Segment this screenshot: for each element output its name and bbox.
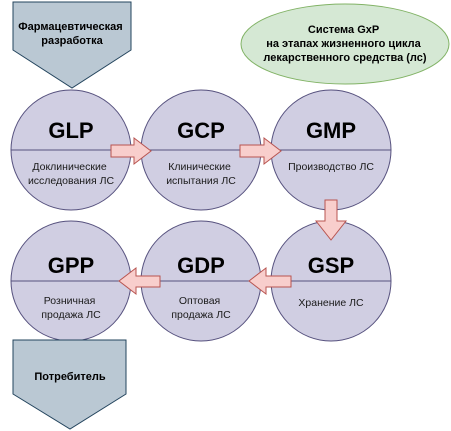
stage-code: GLP xyxy=(48,118,93,143)
arrow-gmp-to-gsp xyxy=(314,199,348,241)
stage-glp: GLP Доклинические исследования ЛС xyxy=(10,89,132,211)
stage-desc-line-2: продажа ЛС xyxy=(41,309,101,321)
end-block-shape xyxy=(12,339,127,430)
end-block-line-1: Потребитель xyxy=(34,371,105,383)
stage-desc-line-2: исследования ЛС xyxy=(28,175,115,187)
stage-desc-line-1: Оптовая xyxy=(179,295,220,307)
svg-text:Потребитель: Потребитель xyxy=(34,371,105,383)
stage-desc-line-1: Доклинические xyxy=(32,161,106,173)
title-oval-line-2: на этапах жизненного цикла xyxy=(266,38,421,50)
start-block-line-1: Фармацевтическая xyxy=(18,21,122,33)
svg-text:Система GxP на этапах жи: Система GxP на этапах жизненного цикла л… xyxy=(263,24,426,64)
start-block-shape xyxy=(12,1,132,89)
stage-gmp: GMP Производство ЛС xyxy=(270,89,392,211)
stage-gsp: GSP Хранение ЛС xyxy=(270,220,392,342)
stage-gdp: GDP Оптовая продажа ЛС xyxy=(140,220,262,342)
svg-text:Розничная продажа ЛС: Розничная продажа ЛС xyxy=(41,295,101,321)
stage-code: GCP xyxy=(177,118,225,143)
stage-gcp: GCP Клинические испытания ЛС xyxy=(140,89,262,211)
svg-text:Доклинические исследован: Доклинические исследования ЛС xyxy=(28,161,115,187)
stage-desc-line-1: Хранение ЛС xyxy=(298,297,364,309)
svg-text:Клинические испытания ЛС: Клинические испытания ЛС xyxy=(166,161,236,187)
arrow-gcp-to-gmp xyxy=(239,136,282,166)
arrow-glp-to-gcp xyxy=(110,136,152,166)
svg-text:Производство ЛС: Производство ЛС xyxy=(288,161,374,173)
title-oval-line-3: лекарственного средства (лс) xyxy=(263,52,426,64)
svg-text:Хранение ЛС: Хранение ЛС xyxy=(298,297,364,309)
title-oval-shape xyxy=(240,3,450,85)
stage-desc-line-2: продажа ЛС xyxy=(171,309,231,321)
stage-desc-line-1: Розничная xyxy=(44,295,96,307)
svg-text:Фармацевтическая разрабо: Фармацевтическая разработка xyxy=(18,21,125,47)
start-block-line-2: разработка xyxy=(41,35,103,47)
arrow-gsp-to-gdp xyxy=(248,266,292,296)
stage-code: GSP xyxy=(308,253,354,278)
title-oval-line-1: Система GxP xyxy=(308,24,379,36)
stage-gpp: GPP Розничная продажа ЛС xyxy=(10,220,132,342)
stage-desc-line-1: Производство ЛС xyxy=(288,161,374,173)
stage-code: GPP xyxy=(48,253,94,278)
stage-desc-line-2: испытания ЛС xyxy=(166,175,236,187)
stage-desc-line-1: Клинические xyxy=(168,161,231,173)
stage-code: GDP xyxy=(177,253,225,278)
title-oval: Система GxP на этапах жизненного цикла л… xyxy=(240,3,450,85)
end-block: Потребитель xyxy=(12,339,127,430)
arrow-gdp-to-gpp xyxy=(118,266,161,296)
svg-text:Оптовая продажа ЛС: Оптовая продажа ЛС xyxy=(171,295,231,321)
stage-code: GMP xyxy=(306,118,356,143)
start-block: Фармацевтическая разработка xyxy=(12,1,132,89)
